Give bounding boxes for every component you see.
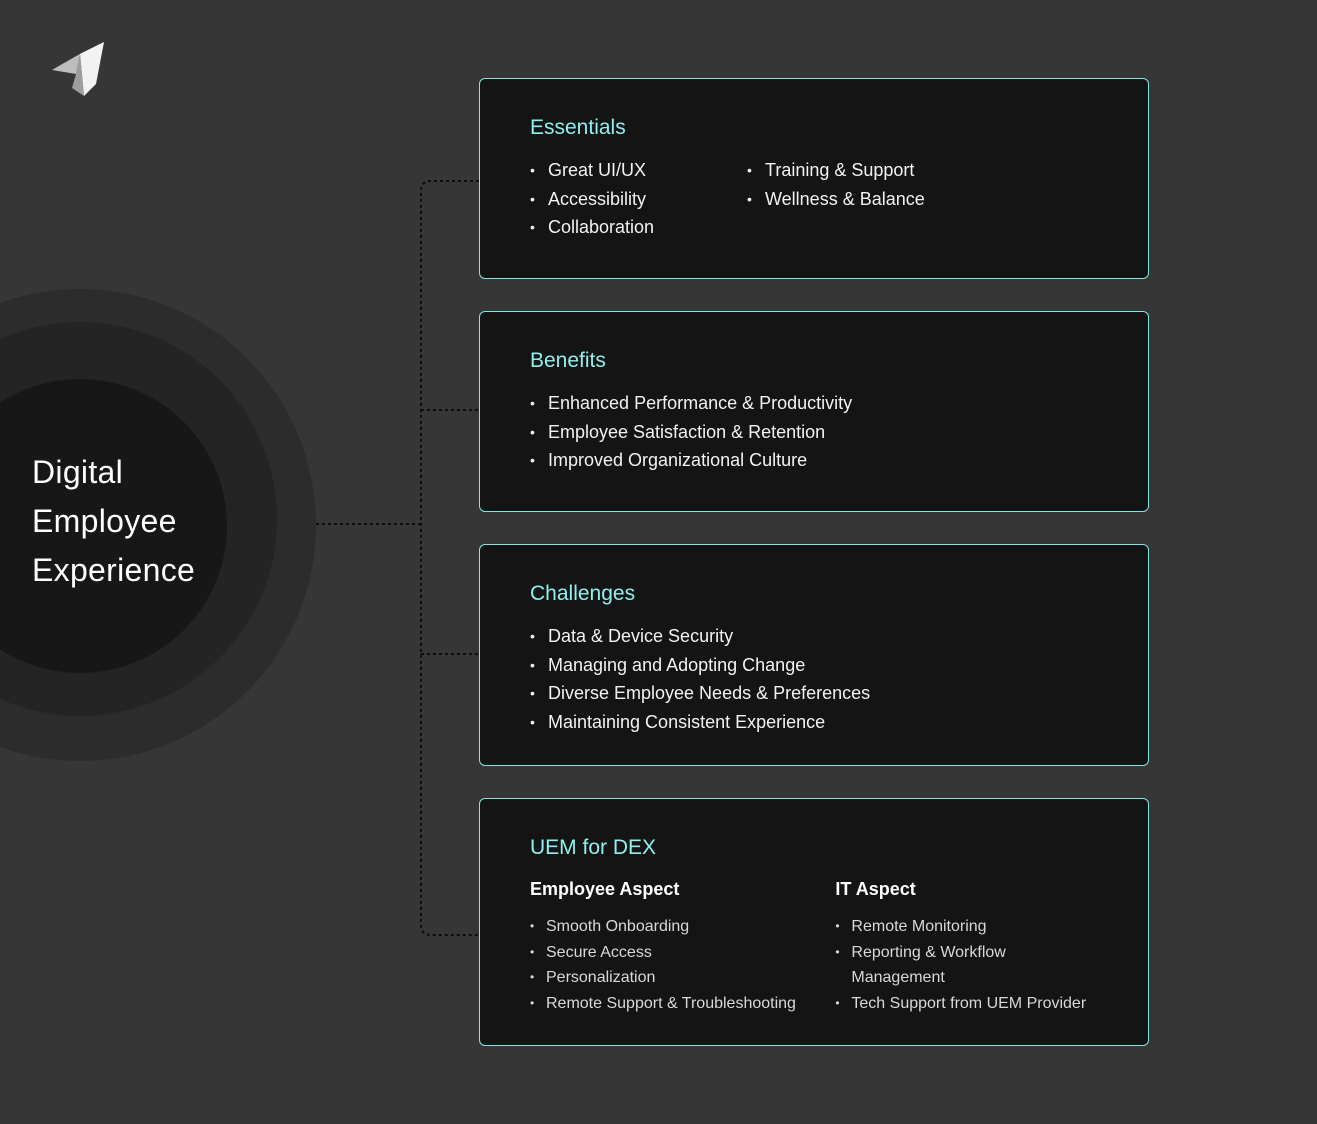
list-item: Training & Support <box>747 156 925 185</box>
employee-aspect-list: Smooth Onboarding Secure Access Personal… <box>530 914 835 1016</box>
paper-plane-logo-icon <box>52 42 104 96</box>
card-challenges: Challenges Data & Device Security Managi… <box>479 544 1149 766</box>
it-aspect: IT Aspect Remote Monitoring Reporting & … <box>835 876 1098 1016</box>
list-item: Tech Support from UEM Provider <box>835 991 1098 1017</box>
card-title: Essentials <box>530 116 626 139</box>
list-item: Great UI/UX <box>530 156 747 185</box>
list-item: Managing and Adopting Change <box>530 651 870 680</box>
benefits-list: Enhanced Performance & Productivity Empl… <box>530 389 852 475</box>
hub-title-line: Employee <box>32 503 177 539</box>
card-title: Challenges <box>530 582 636 605</box>
card-essentials: Essentials Great UI/UX Accessibility Col… <box>479 78 1149 279</box>
it-aspect-list: Remote Monitoring Reporting & Workflow M… <box>835 914 1098 1016</box>
list-item: Improved Organizational Culture <box>530 446 852 475</box>
list-item: Reporting & Workflow Management <box>835 940 1098 991</box>
list-item: Accessibility <box>530 185 747 214</box>
list-item: Remote Monitoring <box>835 914 1098 940</box>
essentials-list-left: Great UI/UX Accessibility Collaboration <box>530 156 747 242</box>
list-item: Remote Support & Troubleshooting <box>530 991 835 1017</box>
hub-title-line: Experience <box>32 552 196 588</box>
list-item: Enhanced Performance & Productivity <box>530 389 852 418</box>
list-item: Wellness & Balance <box>747 185 925 214</box>
list-item: Personalization <box>530 965 835 991</box>
hub-title-line: Digital <box>32 454 124 490</box>
it-aspect-heading: IT Aspect <box>835 879 916 899</box>
list-item: Employee Satisfaction & Retention <box>530 418 852 447</box>
employee-aspect-heading: Employee Aspect <box>530 879 680 899</box>
card-title: UEM for DEX <box>530 836 657 859</box>
list-item: Smooth Onboarding <box>530 914 835 940</box>
connector-trunk <box>420 180 479 936</box>
essentials-list-right: Training & Support Wellness & Balance <box>747 156 925 242</box>
card-uem-for-dex: UEM for DEX Employee Aspect Smooth Onboa… <box>479 798 1149 1046</box>
employee-aspect: Employee Aspect Smooth Onboarding Secure… <box>530 876 835 1016</box>
list-item: Maintaining Consistent Experience <box>530 708 870 737</box>
hub-title: Digital Employee Experience <box>32 448 195 595</box>
list-item: Secure Access <box>530 940 835 966</box>
list-item: Diverse Employee Needs & Preferences <box>530 679 870 708</box>
card-benefits: Benefits Enhanced Performance & Producti… <box>479 311 1149 512</box>
card-title: Benefits <box>530 349 606 372</box>
list-item: Data & Device Security <box>530 622 870 651</box>
challenges-list: Data & Device Security Managing and Adop… <box>530 622 870 737</box>
list-item: Collaboration <box>530 213 747 242</box>
